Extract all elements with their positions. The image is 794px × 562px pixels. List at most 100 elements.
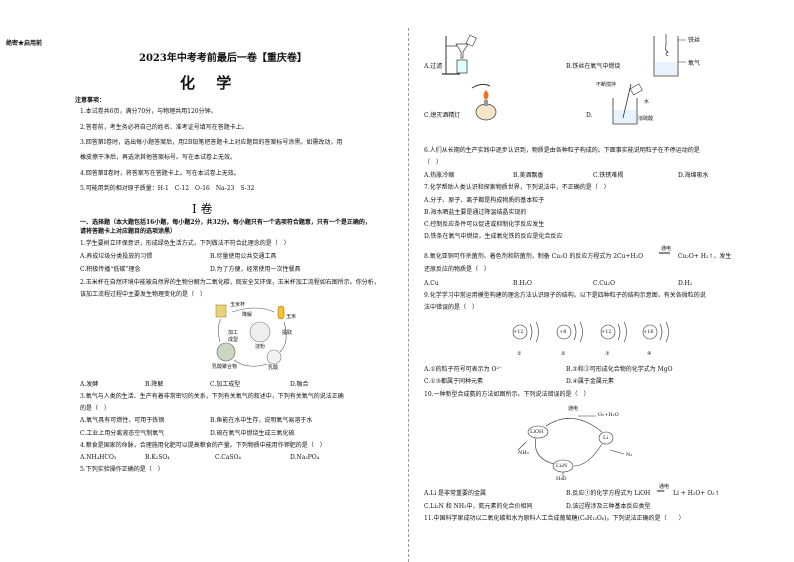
question-3: 3.氧气与人类的生活、生产有着非常密切的关系，下列有关氧气的叙述中，下列有关氧气… [80,393,344,400]
atom-tag: ③ [605,351,610,357]
option-4a: A.NH₄HCO₃ [80,454,117,461]
option-2c: C.加工成型 [210,381,241,388]
question-2: 2.玉米杯在自然环境中能被自然界的生物分解为二氧化碳，既安全又环保，玉米杯加工流… [80,279,380,286]
filtration-figure [440,34,480,76]
atom-tag: ④ [647,351,652,357]
cycle-condition: 通电 [568,406,579,412]
question-5: 5.下列实验操作正确的是（ ） [80,466,164,473]
option-3c: C.工业上用分离液态空气制氧气 [80,430,165,437]
option-9a: A.①的粒子符号可表示为 O²⁻ [424,366,503,373]
column-divider [408,28,409,562]
option-7c: C.控制反应条件可以促进或抑制化学反应发生 [424,221,545,228]
fig-a-label: A.过滤 [424,63,443,70]
alcohol-lamp-drawing [471,83,497,121]
iron-wire-figure [648,32,698,80]
fig-label-shape: 加工成型 [228,330,239,343]
exam-title: 2023年中考考前最后一卷【重庆卷】 [139,53,307,64]
secret-label: 绝密★启用前 [6,40,43,47]
cycle-node-li: Li [603,435,608,441]
cycle-reactant-n2: N₂ [626,452,633,458]
option-2d: D.融合 [290,381,309,388]
notice-item: 4.回答第Ⅱ卷时，将答案写在答题卡上。写在本试卷上无效。 [80,170,240,177]
process-cycle-drawing [215,304,287,367]
option-7d: D.铁条在氧气中燃烧，生成氧化铁的反应是化合反应 [424,233,563,240]
option-6c: C.铁锈难揭 [593,172,624,179]
notice-item: 3.回答第Ⅰ卷时，选出每小题答案后，用2B铅笔把答题卡上对应题目的答案标号涂黑。… [80,139,343,146]
question-6: 6.人们从长期的生产实践中逐步认识到，物质是由各种粒子构成的。下面事实能说明粒子… [424,147,700,154]
fig-label-extract: 提取 [282,330,293,336]
fig-b-iron-label: 铁丝 [688,37,701,44]
fig-d-acid-label: 浓硫酸 [638,116,654,122]
cycle-reactant-h2o: H₂O [556,476,567,482]
question-11: 11.中国科学家成功以二氧化碳和水为原料人工合成葡萄糖(C₆H₁₂O₆)。下列说… [424,515,685,522]
fig-d-stir-label: 不断搅拌 [596,82,617,88]
cycle-node-li3n: Li₃N [556,463,568,469]
cycle-product-nh3: NH₃ [518,450,529,456]
option-9c: C.①③都属于同种元素 [424,378,484,385]
option-1d: D.为了方便，经常使用一次性餐具 [210,266,301,273]
q10b-arrow: ══ [657,488,665,495]
question-2: 该加工流程过程中主要发生物理变化的是（ ） [80,291,207,298]
question-1: 1.学生要树立环保意识，形成绿色生活方式，下列做法不符合此理念的是（ ） [80,240,290,247]
section-title: Ⅰ 卷 [192,202,213,216]
option-3a: A.氧气具有可燃性，可用于炼钢 [80,417,165,424]
option-9b: B.②和③可形成化合物的化学式为 MgO [566,366,673,373]
question-8: 8.氧化亚铜可作杀菌剂、着色剂和防菌剂，制备 Cu₂O 的反应方程式为 2Cu+… [424,253,644,260]
question-8: 还原反应的物质是（ ） [424,266,491,273]
option-10b: Li + H₂O+ O₂↑ [673,490,720,497]
question-6: （ ） [424,159,443,166]
option-6a: A.热胀冷缩 [424,172,455,179]
fig-label-polymer: 乳酸聚合物 [212,364,238,370]
option-2a: A.发酵 [80,381,99,388]
atomic-structure-figure: +12 +8 +12 +16 ① ② ③ ④ [508,318,678,360]
section-instruction: 请将答题卡上对应题目的选项涂黑） [80,228,177,235]
notice-item: 5.可能用到的相对原子质量：H-1 C-12 O-16 Na-23 S-32 [80,185,255,192]
filtration-drawing [442,34,477,75]
question-9: 9.化学学习中常运用模型构建的理念方法认识原子的结构。以下是四种粒子的结构示意图… [424,292,706,299]
fig-b-label: B.铁丝在氧气中燃烧 [566,63,621,70]
left-column: 绝密★启用前 2023年中考考前最后一卷【重庆卷】 化 学 注意事项： 1.本试… [6,40,380,473]
dilution-figure [603,82,653,127]
option-8d: D.H₂ [678,280,693,287]
atom-nucleus: +8 [559,329,567,335]
option-2b: B.降解 [145,381,164,388]
option-8a: A.Cu [424,280,439,287]
fig-c-label: C.熄灭酒精灯 [424,112,461,119]
fig-d-label: D. [586,112,593,119]
cycle-diagram [517,415,625,480]
cycle-product-o2-h2o: O₂+H₂O [598,412,619,418]
subject-title: 化 学 [180,74,240,92]
fig-label-degrade: 降解 [242,312,253,318]
atom-nucleus: +12 [513,329,524,335]
notice-item: 1.本试卷共6页，满分70分，与物理共用120分钟。 [80,108,217,115]
option-4c: C.CaSO₄ [215,454,241,461]
ammonia-cycle-figure: LiOH Li Li₃N O₂+H₂O 通电 N₂ NH₃ H₂O [517,402,668,482]
option-1c: C.积极传播“低碳”理念 [80,266,141,273]
option-10c: C.Li₃N 和 NH₃中，氮元素的化合价相同 [424,503,533,510]
option-1a: A.养成垃圾分类投放的习惯 [80,253,153,260]
fig-label-lactic: 乳酸 [268,365,279,371]
question-9: 法中错误的是（ ） [424,304,479,311]
q8-arrow: ═══ [659,250,670,257]
question-3: 的是（ ） [80,405,111,412]
q8-condition: 通电 [661,246,672,252]
right-column: A.过滤 B.铁丝在氧气中燃烧 铁丝 氧气 C.熄灭酒精灯 D. 不断搅拌 [418,0,794,562]
option-6b: B.美酒飘香 [513,172,544,179]
option-3b: B.鱼能在水中生存，说明氧气易溶于水 [210,417,313,424]
fig-label-corn: 玉米 [286,314,297,320]
fig-d-water-label: 水 [644,99,650,105]
iron-wire-drawing [653,34,686,77]
fig-label-starch: 淀粉 [255,344,266,350]
option-10d: D.该过程涉及三种基本反应类型 [566,503,651,510]
option-10b: B.反应①的化学方程式为 LiOH [566,490,651,497]
option-8b: B.H₂O [513,280,532,287]
question-8: Cu₂O+ H₂↑，发生 [678,253,732,260]
cycle-node-lioh: LiOH [530,429,544,435]
notice-item: 橡皮擦干净后，再选涂其他答案标号。写在本试卷上无效。 [80,154,237,161]
option-4b: B.K₂SO₄ [145,454,170,461]
atom-diagrams [512,321,669,343]
notice-item: 2.答卷前，考生务必将自己的姓名、准考证号填写在答题卡上。 [80,124,248,131]
option-8c: C.Cu₂O [593,280,616,287]
question-10: 10.一种新型合成氨的方法如图所示。下列说法错误的是（ ） [424,391,590,398]
fig-b-oxygen-label: 氧气 [688,60,701,67]
